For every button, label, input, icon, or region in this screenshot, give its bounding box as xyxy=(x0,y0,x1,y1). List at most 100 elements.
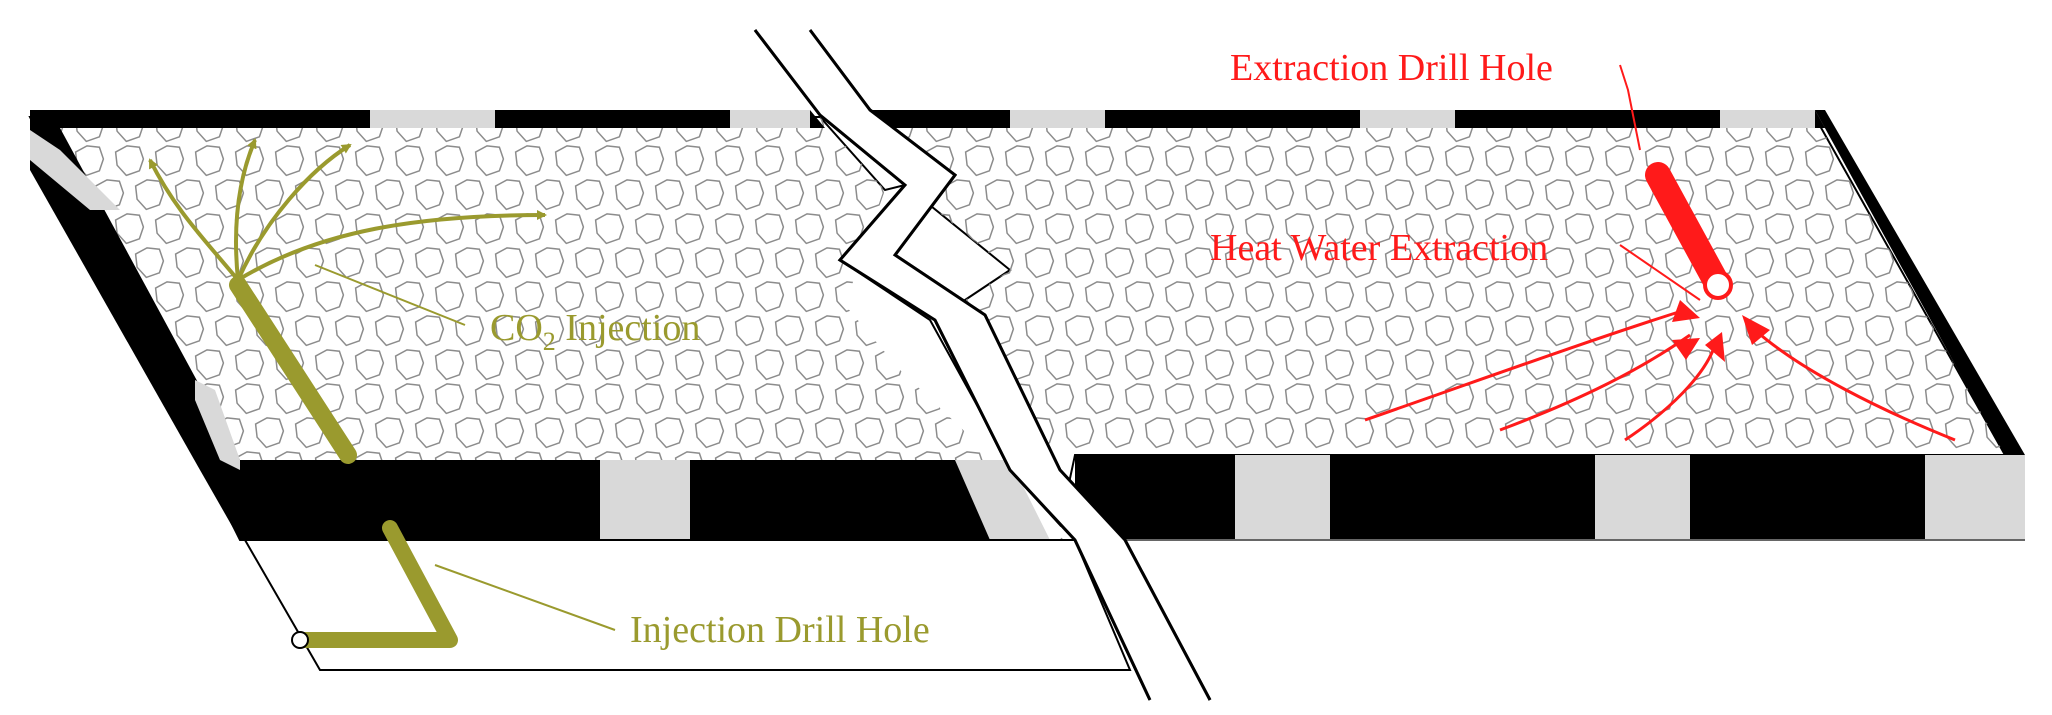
rock-cell xyxy=(514,145,545,177)
rock-cell xyxy=(1424,417,1455,449)
co2-injection-label: CO2 Injection xyxy=(490,307,700,356)
rock-cell xyxy=(1384,417,1415,449)
rock-cell xyxy=(1344,315,1375,347)
rock-cell xyxy=(1724,213,1755,245)
rock-cell xyxy=(694,417,725,449)
rock-cell xyxy=(154,213,185,245)
rock-cell xyxy=(1384,315,1415,347)
rock-cell xyxy=(1584,315,1615,347)
rock-cell xyxy=(334,315,365,347)
rock-cell xyxy=(1324,213,1355,245)
rock-cell xyxy=(534,315,565,347)
rock-cell xyxy=(1884,145,1915,177)
rock-cell xyxy=(1164,145,1195,177)
rock-cell xyxy=(1824,417,1855,449)
arrow-icon xyxy=(236,210,547,282)
rock-cell xyxy=(194,349,225,381)
rock-cell xyxy=(1964,213,1995,245)
rock-cell xyxy=(1304,315,1335,347)
rock-cell xyxy=(574,247,605,279)
rock-cell xyxy=(1104,315,1135,347)
rock-cell xyxy=(1064,247,1095,279)
arrow-icon xyxy=(1499,333,1691,432)
break-line-icon xyxy=(753,29,1212,701)
rock-cell xyxy=(1884,117,1915,143)
rock-cell xyxy=(1144,417,1175,449)
rock-cell xyxy=(774,417,805,449)
rock-cell xyxy=(1924,117,1955,143)
rock-cell xyxy=(1564,281,1595,313)
rock-cell xyxy=(1244,145,1275,177)
rock-cell xyxy=(1904,179,1935,211)
rock-cell xyxy=(674,383,705,415)
rock-cell xyxy=(374,315,405,347)
rock-cell xyxy=(1404,281,1435,313)
rock-cell xyxy=(2004,213,2005,245)
rock-cell xyxy=(414,179,445,211)
rock-cell xyxy=(1844,117,1875,143)
rock-cell xyxy=(374,179,405,211)
rock-cell xyxy=(414,315,445,347)
rock-cell xyxy=(1604,281,1635,313)
rock-cell xyxy=(1064,417,1095,449)
rock-cell xyxy=(2004,117,2005,143)
rock-cell xyxy=(414,247,445,279)
rock-cell xyxy=(594,383,625,415)
rock-cell xyxy=(1424,247,1455,279)
rock-cell xyxy=(1184,179,1215,211)
arrow-icon xyxy=(236,143,352,281)
rock-cell xyxy=(794,349,825,381)
rock-cell xyxy=(964,145,995,177)
rock-cell xyxy=(1224,417,1255,449)
rock-cell xyxy=(314,349,345,381)
rock-cell xyxy=(674,281,705,313)
rock-cell xyxy=(654,417,685,449)
rock-cell xyxy=(174,179,205,211)
rock-cell xyxy=(754,281,785,313)
rock-cell xyxy=(774,247,805,279)
rock-cell xyxy=(1944,417,1975,449)
arrow-icon xyxy=(1364,308,1686,422)
rock-cell xyxy=(2004,349,2005,381)
rock-cell xyxy=(594,145,625,177)
rock-cell xyxy=(1924,145,1955,177)
rock-cell xyxy=(1564,213,1595,245)
rock-cell xyxy=(1604,145,1635,177)
rock-cell xyxy=(474,145,505,177)
rock-cell xyxy=(354,213,385,245)
rock-cell xyxy=(634,281,665,313)
rock-cell xyxy=(2004,383,2005,415)
rock-cell xyxy=(1624,417,1655,449)
rock-cell xyxy=(1124,213,1155,245)
rock-cell xyxy=(634,145,665,177)
rock-cell xyxy=(1904,315,1935,347)
rock-cell xyxy=(1724,383,1755,415)
rock-cell xyxy=(1224,315,1255,347)
rock-cell xyxy=(294,247,325,279)
rock-cell xyxy=(1964,145,1995,177)
co2-leader-line xyxy=(314,264,466,326)
rock-cell xyxy=(434,281,465,313)
rock-cell xyxy=(1264,315,1295,347)
rock-cell xyxy=(1164,281,1195,313)
rock-cell xyxy=(834,349,865,381)
rock-cell xyxy=(134,247,165,279)
rock-cell xyxy=(234,383,265,415)
rock-cell xyxy=(1304,179,1335,211)
rock-cell xyxy=(694,179,725,211)
rock-cell xyxy=(1464,247,1495,279)
rock-cell xyxy=(1984,247,2005,279)
rock-cell xyxy=(1524,281,1555,313)
rock-cell xyxy=(814,247,845,279)
rock-cell xyxy=(1764,145,1795,177)
rock-cell xyxy=(454,247,485,279)
rock-cell xyxy=(1144,315,1175,347)
rock-cell xyxy=(834,383,865,415)
rock-cell xyxy=(1264,417,1295,449)
rock-cell xyxy=(1404,349,1435,381)
rock-cell xyxy=(694,247,725,279)
rock-cell xyxy=(534,417,565,449)
rock-cell xyxy=(1744,247,1775,279)
rock-cell xyxy=(1804,145,1835,177)
rock-cell xyxy=(1404,145,1435,177)
